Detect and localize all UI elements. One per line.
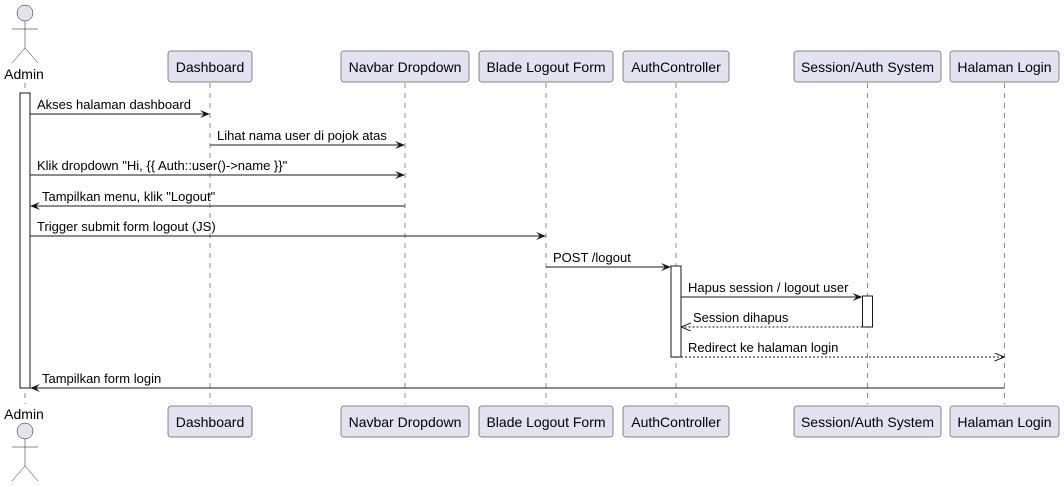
message-4: Tampilkan menu, klik "Logout" [30, 189, 405, 210]
message-label: Trigger submit form logout (JS) [37, 219, 216, 234]
message-7: Hapus session / logout user [681, 280, 863, 301]
participant-label: Navbar Dropdown [349, 59, 462, 75]
message-label: Session dihapus [693, 310, 789, 325]
actor-head-icon [16, 4, 34, 22]
message-label: Tampilkan menu, klik "Logout" [42, 189, 216, 204]
message-8: Session dihapus [682, 310, 863, 327]
participant-blade-bottom: Blade Logout Form [478, 405, 614, 438]
participant-label: Halaman Login [957, 414, 1051, 430]
message-3: Klik dropdown "Hi, {{ Auth::user()->name… [30, 158, 405, 179]
message-label: Akses halaman dashboard [37, 97, 191, 112]
participant-navbar-top: Navbar Dropdown [340, 50, 470, 83]
participant-box [622, 50, 730, 83]
participant-dashboard-bottom: Dashboard [167, 405, 253, 438]
participant-box [793, 50, 942, 83]
participant-box [340, 405, 470, 438]
participant-label: AuthController [631, 59, 721, 75]
participant-box [167, 405, 253, 438]
message-2: Lihat nama user di pojok atas [210, 128, 405, 149]
actor-label: Admin [4, 406, 44, 422]
message-label: Hapus session / logout user [688, 280, 849, 295]
participant-auth-top: AuthController [622, 50, 730, 83]
message-label: Tampilkan form login [42, 371, 161, 386]
message-10: Tampilkan form login [30, 371, 1005, 392]
actor-body-icon [11, 21, 39, 64]
participant-label: AuthController [631, 414, 721, 430]
activation-session [862, 295, 873, 328]
activation-admin [19, 92, 31, 389]
participant-box [793, 405, 942, 438]
participant-session-top: Session/Auth System [793, 50, 942, 83]
participant-label: Blade Logout Form [486, 59, 605, 75]
message-1: Akses halaman dashboard [30, 97, 210, 118]
message-label: Klik dropdown "Hi, {{ Auth::user()->name… [37, 158, 288, 173]
actor-admin-bottom: Admin [4, 406, 44, 482]
participant-label: Halaman Login [957, 59, 1051, 75]
message-9: Redirect ke halaman login [681, 340, 1004, 357]
actor-label: Admin [4, 66, 44, 82]
participant-box [478, 50, 614, 83]
participant-label: Session/Auth System [801, 59, 934, 75]
participant-box [949, 405, 1060, 438]
participant-login-top: Halaman Login [949, 50, 1060, 83]
activation-auth [670, 265, 682, 358]
actor-head-icon [16, 422, 34, 440]
participant-box [949, 50, 1060, 83]
participant-login-bottom: Halaman Login [949, 405, 1060, 438]
message-6: POST /logout [546, 250, 671, 271]
participant-label: Dashboard [176, 59, 245, 75]
actor-body-icon [11, 439, 39, 482]
participant-box [167, 50, 253, 83]
participant-navbar-bottom: Navbar Dropdown [340, 405, 470, 438]
message-5: Trigger submit form logout (JS) [30, 219, 546, 240]
participant-session-bottom: Session/Auth System [793, 405, 942, 438]
participant-auth-bottom: AuthController [622, 405, 730, 438]
participant-label: Session/Auth System [801, 414, 934, 430]
participant-box [622, 405, 730, 438]
participant-label: Blade Logout Form [486, 414, 605, 430]
participant-dashboard-top: Dashboard [167, 50, 253, 83]
participant-box [478, 405, 614, 438]
participant-box [340, 50, 470, 83]
participant-label: Navbar Dropdown [349, 414, 462, 430]
actor-admin-top: Admin [4, 4, 44, 82]
message-label: Lihat nama user di pojok atas [217, 128, 387, 143]
participant-label: Dashboard [176, 414, 245, 430]
participant-blade-top: Blade Logout Form [478, 50, 614, 83]
message-label: Redirect ke halaman login [688, 340, 838, 355]
message-label: POST /logout [553, 250, 631, 265]
